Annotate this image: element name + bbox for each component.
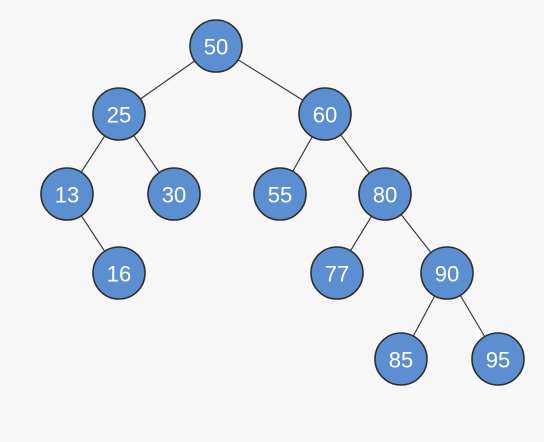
tree-node-85: 85 bbox=[374, 332, 428, 386]
node-circle bbox=[420, 246, 474, 300]
node-label: 85 bbox=[389, 348, 413, 373]
tree-node-77: 77 bbox=[310, 246, 364, 300]
node-label: 80 bbox=[373, 183, 397, 208]
node-circle bbox=[40, 167, 94, 221]
node-circle bbox=[374, 332, 428, 386]
node-label: 50 bbox=[204, 35, 228, 60]
node-label: 95 bbox=[486, 348, 510, 373]
tree-node-50: 50 bbox=[189, 19, 243, 73]
tree-node-90: 90 bbox=[420, 246, 474, 300]
node-label: 60 bbox=[313, 103, 337, 128]
node-circle bbox=[147, 167, 201, 221]
node-label: 55 bbox=[268, 183, 292, 208]
node-circle bbox=[253, 167, 307, 221]
node-circle bbox=[471, 332, 525, 386]
node-label: 25 bbox=[107, 103, 131, 128]
node-circle bbox=[298, 87, 352, 141]
tree-node-55: 55 bbox=[253, 167, 307, 221]
node-label: 16 bbox=[107, 262, 131, 287]
tree-node-16: 16 bbox=[92, 246, 146, 300]
node-label: 30 bbox=[162, 183, 186, 208]
tree-node-13: 13 bbox=[40, 167, 94, 221]
tree-node-25: 25 bbox=[92, 87, 146, 141]
tree-nodes: 50 25 60 13 30 55 80 16 77 90 85 95 bbox=[40, 19, 525, 386]
node-label: 90 bbox=[435, 262, 459, 287]
node-label: 77 bbox=[325, 262, 349, 287]
tree-node-30: 30 bbox=[147, 167, 201, 221]
tree-node-80: 80 bbox=[358, 167, 412, 221]
node-circle bbox=[358, 167, 412, 221]
tree-node-95: 95 bbox=[471, 332, 525, 386]
tree-node-60: 60 bbox=[298, 87, 352, 141]
node-circle bbox=[310, 246, 364, 300]
node-circle bbox=[92, 87, 146, 141]
node-circle bbox=[189, 19, 243, 73]
node-label: 13 bbox=[55, 183, 79, 208]
node-circle bbox=[92, 246, 146, 300]
